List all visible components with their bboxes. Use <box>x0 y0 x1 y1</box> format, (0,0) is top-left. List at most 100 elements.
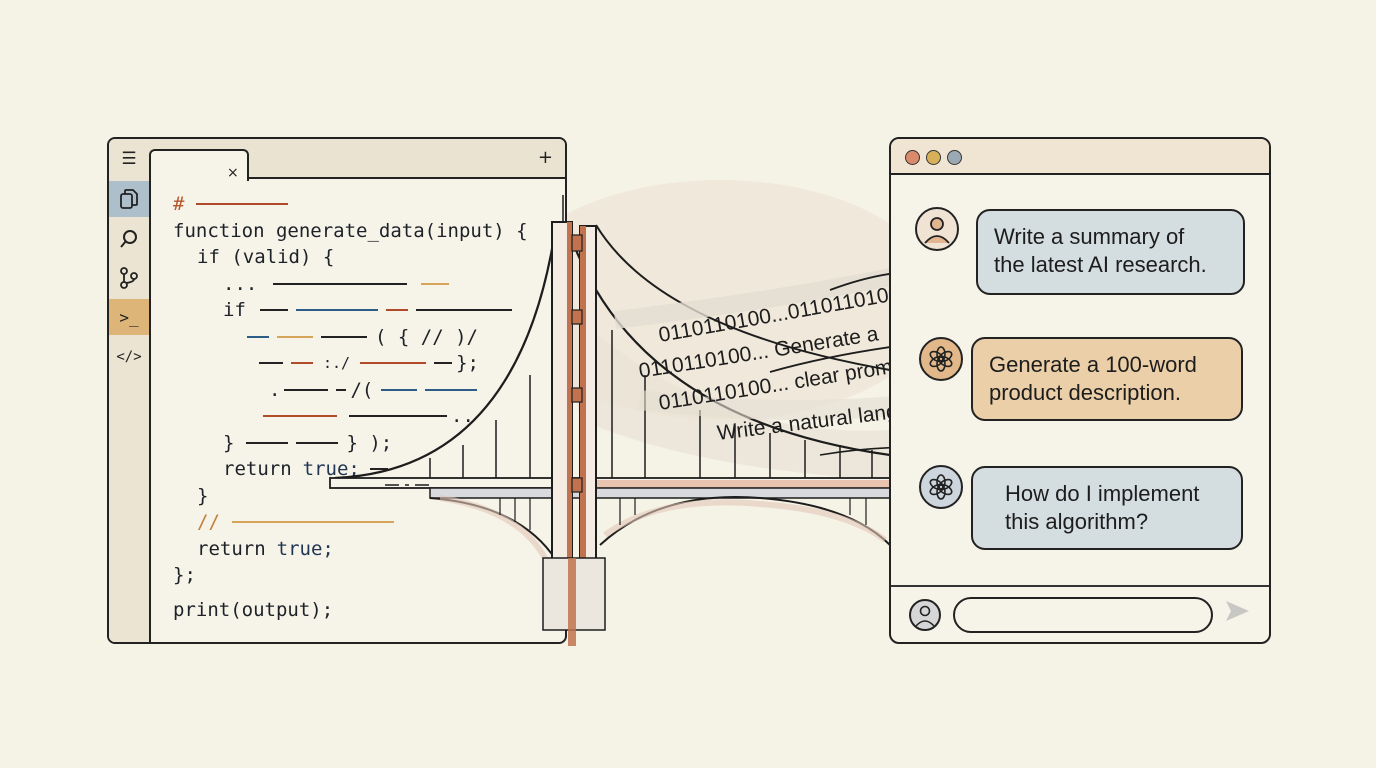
window-minimize-dot[interactable] <box>926 150 941 165</box>
ellipsis: ... <box>223 272 258 295</box>
code-placeholder <box>415 309 512 312</box>
search-icon <box>120 230 137 248</box>
code-fragment: . <box>269 378 281 401</box>
code-area[interactable]: # function generate_data(input) { if (va… <box>173 191 528 623</box>
return-value: true; <box>276 537 334 560</box>
sidebar-item-search[interactable] <box>109 221 149 257</box>
code-placeholder <box>259 362 283 365</box>
new-tab-button[interactable]: + <box>537 147 553 168</box>
editor-tab[interactable]: × <box>149 149 249 181</box>
code-placeholder <box>277 335 313 338</box>
code-placeholder <box>247 335 269 338</box>
ai-logo-icon <box>919 337 963 381</box>
code-placeholder <box>381 388 418 391</box>
message-text: Write a summary of <box>994 224 1185 249</box>
code-line: } <box>173 483 528 510</box>
comment-marker: # <box>173 193 185 215</box>
code-fragment: /( <box>350 378 374 401</box>
code-placeholder <box>295 309 378 312</box>
code-placeholder <box>369 468 388 471</box>
code-placeholder <box>425 388 478 391</box>
source-control-icon <box>120 267 138 289</box>
files-icon <box>120 189 138 209</box>
window-close-dot[interactable] <box>905 150 920 165</box>
message-text: How do I implement <box>1005 481 1200 506</box>
message-text: Generate a 100-word <box>989 352 1197 377</box>
bridge-tower <box>542 195 606 646</box>
return-keyword: return <box>223 458 292 480</box>
chat-message-assistant: How do I implement this algorithm? <box>971 466 1243 550</box>
code-line: function generate_data(input) { <box>173 218 528 245</box>
chat-title-bar <box>891 139 1269 175</box>
code-placeholder <box>231 521 394 524</box>
hamburger-icon: ☰ <box>121 149 137 169</box>
code-line: } } ); <box>173 430 528 457</box>
code-fragment: ( { // )/ <box>375 325 478 348</box>
send-icon[interactable] <box>1224 598 1250 624</box>
menu-button[interactable]: ☰ <box>109 141 149 177</box>
code-line: . /( <box>173 377 528 404</box>
sidebar-item-code[interactable]: </> <box>109 339 149 375</box>
return-keyword: return <box>197 537 266 560</box>
code-line: :./ }; <box>173 350 528 377</box>
function-signature: function generate_data(input) { <box>173 219 528 242</box>
code-fragment: } ); <box>346 431 393 454</box>
print-statement: print(output); <box>173 598 334 621</box>
code-line: print(output); <box>173 597 528 624</box>
chat-message-user: Write a summary of the latest AI researc… <box>976 209 1245 295</box>
code-fragment: .. <box>451 405 474 427</box>
code-line: return true; <box>173 456 528 483</box>
tab-close-button[interactable]: × <box>227 165 239 181</box>
code-placeholder <box>296 441 339 444</box>
code-line: ( { // )/ <box>173 324 528 351</box>
code-placeholder <box>291 362 313 365</box>
chat-window: Write a summary of the latest AI researc… <box>889 137 1271 644</box>
code-placeholder <box>421 282 450 285</box>
code-fragment: :./ <box>323 354 351 372</box>
code-line: .. <box>173 403 528 430</box>
code-line: if (valid) { <box>173 244 528 271</box>
code-placeholder <box>273 282 408 285</box>
terminal-icon: >_ <box>119 307 139 327</box>
code-placeholder <box>385 309 408 312</box>
left-suspension-cable <box>334 224 558 480</box>
code-line: }; <box>173 562 528 589</box>
message-text: this algorithm? <box>1005 509 1149 534</box>
sidebar-item-source-control[interactable] <box>109 260 149 296</box>
editor-tab-bar: × + <box>149 139 565 181</box>
code-placeholder <box>263 415 337 418</box>
code-placeholder <box>246 441 289 444</box>
user-avatar-icon <box>915 207 959 251</box>
ai-logo-icon <box>919 465 963 509</box>
code-icon: </> <box>116 349 142 365</box>
if-statement: if (valid) { <box>197 246 335 268</box>
code-line: if <box>173 297 528 324</box>
code-placeholder <box>284 388 329 391</box>
composer-user-avatar-icon <box>909 599 941 631</box>
code-line: # <box>173 191 528 218</box>
sidebar-item-explorer[interactable] <box>109 181 149 217</box>
chat-input[interactable] <box>953 597 1213 633</box>
code-placeholder <box>434 362 453 365</box>
return-value: true; <box>302 458 360 480</box>
comment-marker: // <box>197 511 220 533</box>
code-placeholder <box>360 362 427 365</box>
bridge-deck <box>329 477 891 499</box>
message-text: the latest AI research. <box>994 252 1207 277</box>
code-placeholder <box>196 203 289 206</box>
code-placeholder <box>259 309 288 312</box>
code-fragment: }; <box>173 564 196 586</box>
left-hangers <box>429 375 531 478</box>
code-line: ... <box>173 271 528 298</box>
code-placeholder <box>336 388 347 391</box>
code-fragment: } <box>197 484 209 507</box>
if-keyword: if <box>223 299 246 321</box>
composer-divider <box>891 585 1269 587</box>
code-fragment: } <box>223 431 235 454</box>
sidebar-item-terminal[interactable]: >_ <box>109 299 149 335</box>
code-placeholder <box>321 335 367 338</box>
code-line: // <box>173 509 528 536</box>
message-text: product description. <box>989 380 1181 405</box>
window-maximize-dot[interactable] <box>947 150 962 165</box>
chat-message-assistant: Generate a 100-word product description. <box>971 337 1243 421</box>
